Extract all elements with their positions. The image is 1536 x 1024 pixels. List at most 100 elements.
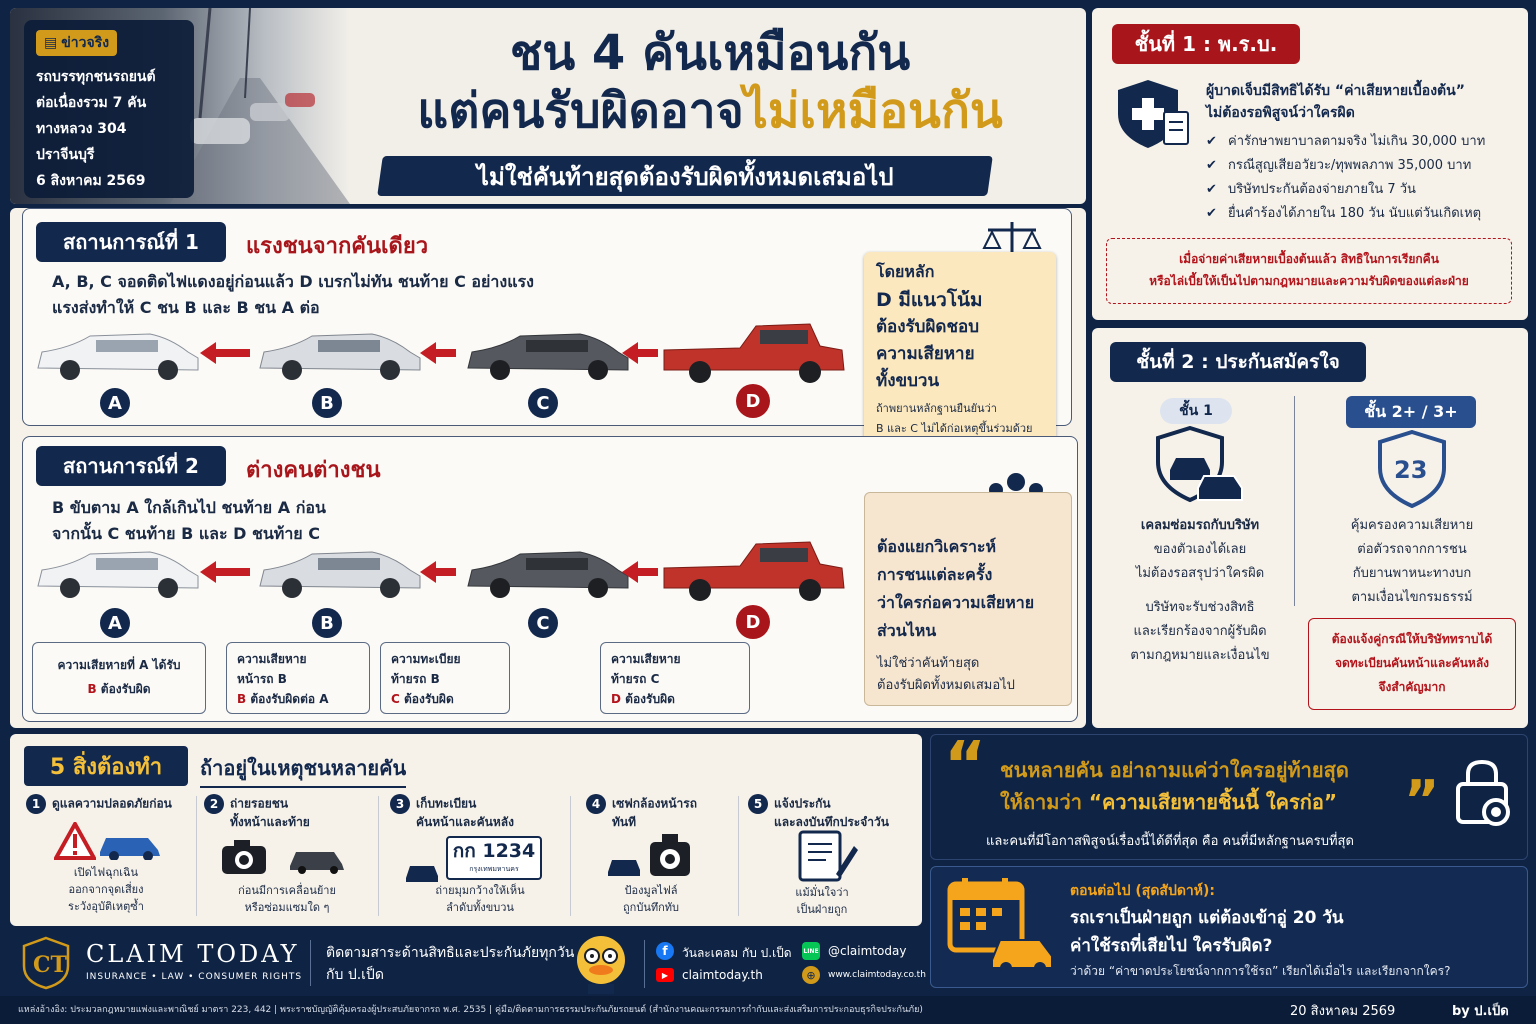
note-main-line: ทั้งขบวน — [876, 371, 940, 391]
scenario-2-desc-1: B ขับตาม A ใกล้เกินไป ชนท้าย A ก่อน — [52, 498, 326, 517]
step-divider — [570, 796, 571, 916]
shield-car-icon — [1156, 426, 1243, 503]
news-line: ต่อเนื่องรวม 7 คัน — [36, 95, 147, 111]
label-a: A — [100, 608, 130, 638]
step-1-caption: เปิดไฟฉุกเฉินออกจากจุดเสี่ยงระวังอุบัติเ… — [68, 866, 144, 913]
scenario-1-title: แรงชนจากคันเดียว — [246, 234, 429, 259]
class-2-text: ตามเงื่อนไขกรมธรรม์ — [1351, 590, 1473, 605]
class-1-text: เคลมซ่อมรถกับบริษัท — [1140, 518, 1260, 533]
tier-1-tag: ชั้นที่ 1 : พ.ร.บ. — [1112, 24, 1300, 64]
scenario-2-cars — [37, 541, 845, 601]
facebook-link[interactable]: วันละเคลม กับ ป.เป็ด — [682, 946, 792, 960]
scenario-2-title: ต่างคนต่างชน — [246, 458, 381, 483]
liability-box-c: ความทะเบียย ท้ายรถ B C ต้องรับผิด — [380, 642, 510, 714]
label-a: A — [100, 388, 130, 418]
news-line: ทางหลวง 304 — [36, 121, 127, 137]
car-b-silver — [259, 551, 421, 598]
class-2-warning: ต้องแจ้งคู่กรณีให้บริษัททราบได้ จดทะเบีย… — [1308, 618, 1516, 710]
step-divider — [196, 796, 197, 916]
news-icon: ▤ — [44, 35, 58, 51]
close-quote-icon: ” — [1404, 769, 1440, 832]
line-icon[interactable]: LINE — [802, 942, 820, 960]
car-c-dark — [467, 551, 629, 598]
youtube-link[interactable]: claimtoday.th — [682, 968, 763, 982]
hit-arrow-d-to-c — [622, 561, 658, 583]
class-2-text: กับยานพาหนะทางบก — [1352, 566, 1472, 581]
tier-1-lead-2: ไม่ต้องรอพิสูจน์ว่าใครผิด — [1206, 105, 1355, 121]
push-arrow-c-to-b — [420, 342, 456, 364]
note-small-line: ถ้าพยานหลักฐานยืนยันว่า — [876, 402, 997, 415]
next-lead: ตอนต่อไป (สุดสัปดาห์): — [1070, 883, 1216, 899]
next-line-2: ค่าใช้รถที่เสียไป ใครรับผิด? — [1070, 936, 1273, 956]
label-c: C — [528, 388, 558, 418]
car-a-white — [37, 551, 199, 598]
benefit-item: กรณีสูญเสียอวัยวะ/ทุพพลภาพ 35,000 บาท — [1206, 154, 1526, 178]
scenario-2-note: ต้องแยกวิเคราะห์ การชนแต่ละครั้ง ว่าใครก… — [864, 492, 1072, 706]
scenario-1-note: โดยหลัก D มีแนวโน้ม ต้องรับผิดชอบ ความเส… — [864, 252, 1056, 448]
globe-icon[interactable]: ⊕ — [802, 966, 820, 984]
todo-title-rest: ถ้าอยู่ในเหตุชนหลายคัน — [200, 752, 407, 788]
quote-line-2a: ให้ถามว่า — [1000, 790, 1082, 814]
quote-panel — [930, 734, 1528, 860]
benefit-item: ค่ารักษาพยาบาลตามจริง ไม่เกิน 30,000 บาท — [1206, 130, 1526, 154]
car-front-icon — [290, 852, 344, 874]
license-plate: กก 1234 กรุงเทพมหานคร — [446, 836, 542, 880]
evidence-lock-icon — [1456, 759, 1510, 826]
car-hazard-icon — [100, 838, 160, 860]
shield-23-icon: 23 — [1378, 430, 1446, 509]
note-main-line: ความเสียหาย — [876, 344, 975, 364]
step-4-caption: ป้องมูลไฟล์ถูกบันทึกทับ — [623, 884, 679, 914]
class-2-text: ต่อตัวรถจากการชน — [1357, 542, 1467, 557]
next-line-1: รถเราเป็นฝ่ายถูก แต่ต้องเข้าอู่ 20 วัน — [1070, 908, 1344, 928]
todo-title-tag: 5 สิ่งต้องทำ — [24, 746, 188, 786]
subtitle-banner: ไม่ใช่คันท้ายสุดต้องรับผิดทั้งหมดเสมอไป — [377, 156, 993, 196]
benefit-item: บริษัทประกันต้องจ่ายภายใน 7 วัน — [1206, 178, 1526, 202]
car-small-icon — [608, 860, 640, 876]
liability-box-b: ความเสียหาย หน้ารถ B B ต้องรับผิดต่อ A — [226, 642, 370, 714]
label-d: D — [736, 384, 770, 418]
car-d-red-pickup — [663, 541, 845, 601]
note-main-line: D มีแนวโน้ม — [876, 289, 983, 311]
class-1-text: ของตัวเองได้เลย — [1153, 542, 1247, 557]
line-link[interactable]: @claimtoday — [828, 944, 907, 958]
step-divider — [378, 796, 379, 916]
class-1-text-2: และเรียกร้องจากผู้รับผิด — [1133, 624, 1267, 639]
note-main-line: ว่าใครก่อความเสียหาย — [877, 593, 1035, 612]
label-b: B — [312, 608, 342, 638]
scenario-1-desc-2: แรงส่งทำให้ C ชน B และ B ชน A ต่อ — [52, 298, 320, 317]
car-d-red-pickup — [663, 323, 845, 383]
svg-text:23: 23 — [1394, 456, 1427, 484]
car-small-icon — [406, 866, 438, 882]
title-line-2b: ไม่เหมือนกัน — [743, 83, 1003, 139]
brand-name: CLAIM TODAY — [86, 940, 300, 968]
follow-line-1: ติดตามสาระด้านสิทธิและประกันภัยทุกวัน — [326, 945, 575, 961]
step-divider — [738, 796, 739, 916]
class-1-text: ไม่ต้องรอสรุปว่าใครผิด — [1135, 566, 1265, 581]
tier-1-lead-1: ผู้บาดเจ็บมีสิทธิได้รับ “ค่าเสียหายเบื้อ… — [1206, 83, 1465, 99]
title-line-2a: แต่คนรับผิดอาจ — [417, 83, 744, 139]
liability-box-d: ความเสียหาย ท้ายรถ C D ต้องรับผิด — [600, 642, 750, 714]
note-small-line: B และ C ไม่ได้ก่อเหตุขึ้นร่วมด้วย — [876, 422, 1033, 435]
quote-line-2b: “ความเสียหายชิ้นนี้ ใครก่อ” — [1088, 790, 1338, 814]
duck-mascot-icon — [577, 936, 625, 994]
footer-by: by ป.เป็ด — [1452, 1004, 1509, 1019]
facebook-icon[interactable]: f — [656, 942, 674, 960]
tier-2-tag: ชั้นที่ 2 : ประกันสมัครใจ — [1110, 342, 1366, 382]
news-card: ▤ข่าวจริง รถบรรทุกชนรถยนต์ ต่อเนื่องรวม … — [24, 20, 194, 198]
quote-line-1: ชนหลายคัน อย่าถามแค่ว่าใครอยู่ท้ายสุด — [1000, 758, 1349, 782]
header-panel: ▤ข่าวจริง รถบรรทุกชนรถยนต์ ต่อเนื่องรวม … — [10, 8, 1086, 204]
youtube-icon[interactable]: ▶ — [656, 968, 674, 982]
note-main-line: ส่วนไหน — [877, 621, 937, 640]
shield-medical-icon — [1118, 80, 1189, 148]
scenario-1-desc-1: A, B, C จอดติดไฟแดงอยู่ก่อนแล้ว D เบรกไม… — [52, 272, 534, 291]
news-line: ปราจีนบุรี — [36, 147, 95, 163]
dashcam-icon — [650, 834, 690, 876]
note-small-line: ไม่ใช่ว่าคันท้ายสุด — [877, 656, 980, 671]
main-title: ชน 4 คันเหมือนกัน แต่คนรับผิดอาจไม่เหมือ… — [370, 24, 1050, 140]
camera-icon — [222, 840, 266, 874]
calendar-car-icon — [947, 878, 1053, 972]
website-link[interactable]: www.claimtoday.co.th — [828, 970, 926, 980]
